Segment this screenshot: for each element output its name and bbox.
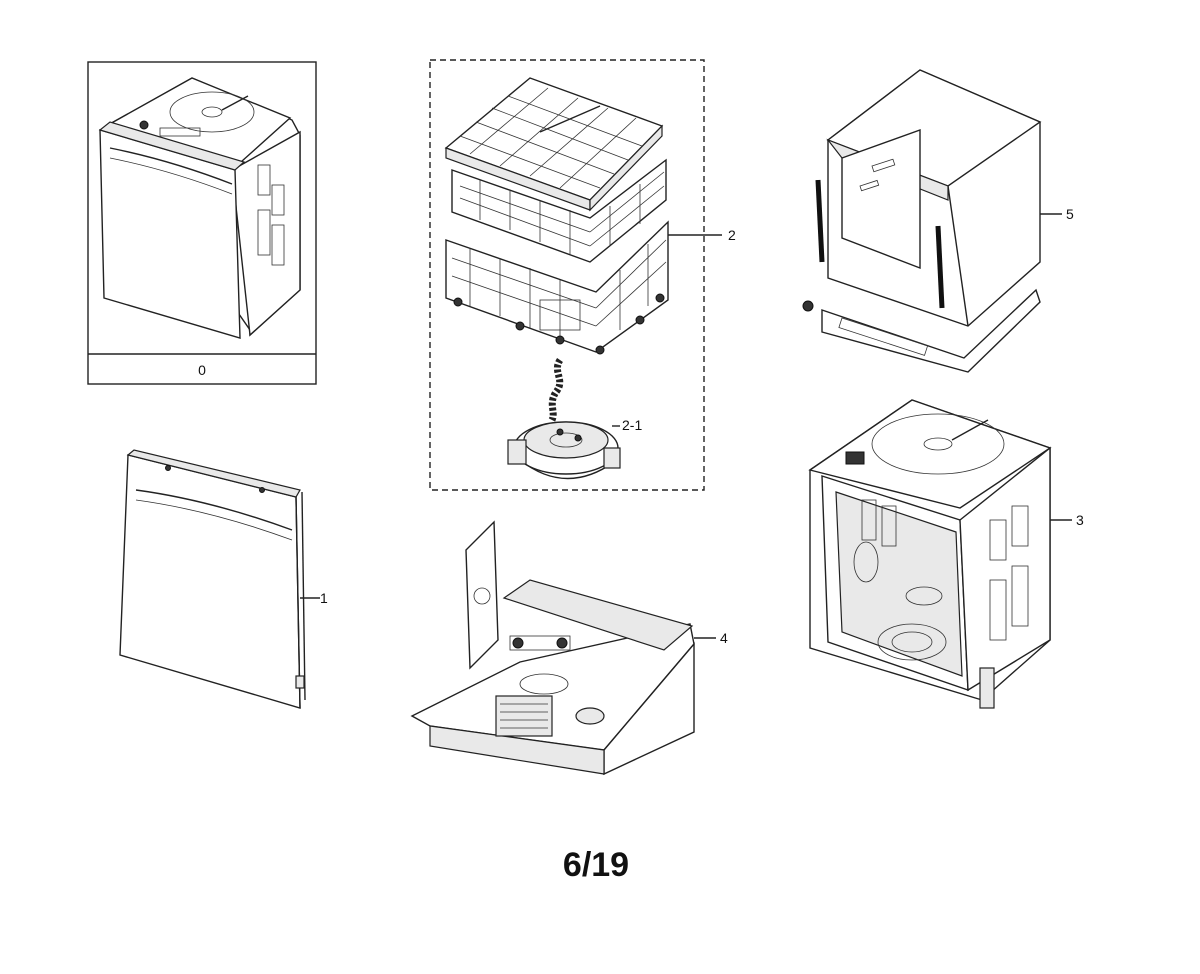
part-2-rack-assembly xyxy=(429,59,722,491)
part-2-1-sump xyxy=(507,421,621,480)
part-4-base xyxy=(410,520,716,776)
callout-1: 1 xyxy=(320,590,328,606)
part-2-dashed-frame xyxy=(429,59,705,491)
control-knob-icon xyxy=(139,120,149,130)
vent-icon xyxy=(845,451,865,465)
part-0-frame xyxy=(87,61,317,385)
callout-5: 5 xyxy=(1066,206,1074,222)
callout-2-1: 2-1 xyxy=(622,417,643,433)
callout-4: 4 xyxy=(720,630,728,646)
callout-0: 0 xyxy=(198,362,206,378)
part-5-cabinet xyxy=(802,69,1062,373)
callout-3: 3 xyxy=(1076,512,1084,528)
page-number: 6/19 xyxy=(562,846,630,884)
part-0-complete-dishwasher xyxy=(87,61,317,385)
part-3-tub xyxy=(808,399,1072,709)
callout-2: 2 xyxy=(728,227,736,243)
part-1-door xyxy=(119,449,320,709)
